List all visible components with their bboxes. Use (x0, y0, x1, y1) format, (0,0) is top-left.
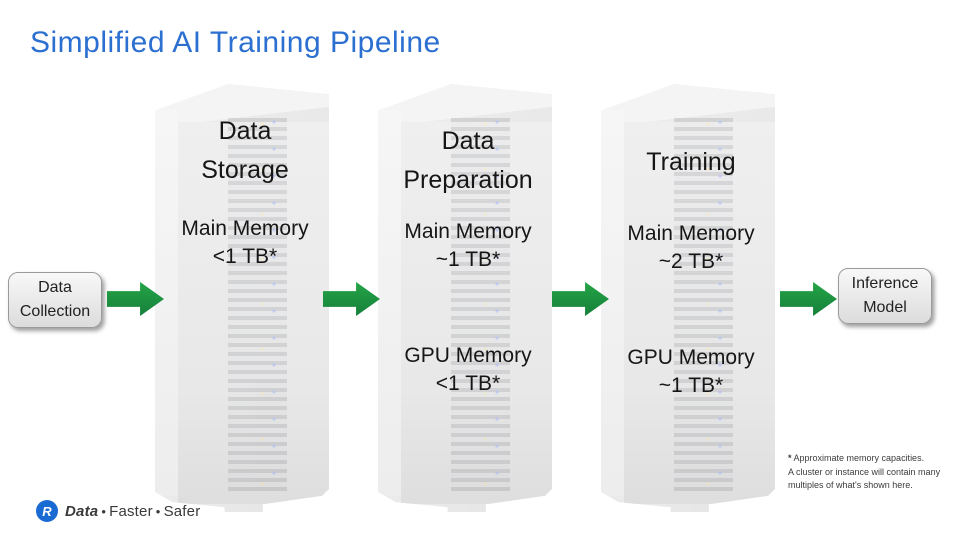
rack-side-face (155, 110, 178, 496)
main-memory-data-preparation: Main Memory ~1 TB* (381, 218, 555, 274)
memory-value: ~1 TB* (435, 248, 501, 271)
rack-title-line: Preparation (403, 166, 533, 194)
footnote-line: A cluster or instance will contain many (788, 466, 941, 477)
memory-label: GPU Memory (627, 346, 755, 369)
separator-dot-icon: • (155, 503, 161, 519)
rack-side-face (378, 110, 401, 496)
flow-arrow-icon (323, 282, 380, 316)
rack-title-line: Training (646, 148, 736, 176)
memory-value: ~2 TB* (658, 250, 724, 273)
box-label-line: Inference (851, 275, 919, 292)
rack-title-data-storage: Data Storage (158, 112, 332, 190)
brand-word: Faster (109, 502, 153, 520)
rack-title-line: Storage (201, 156, 289, 184)
brand-tagline: Data•Faster•Safer (65, 503, 200, 520)
memory-label: Main Memory (627, 222, 755, 245)
footnote: * Approximate memory capacities. A clust… (788, 452, 946, 493)
box-label-line: Collection (19, 303, 91, 320)
memory-label: GPU Memory (404, 344, 532, 367)
main-memory-training: Main Memory ~2 TB* (604, 220, 778, 276)
box-label-line: Data (38, 279, 72, 296)
brand-footer: R Data•Faster•Safer (36, 500, 200, 522)
gpu-memory-training: GPU Memory ~1 TB* (604, 344, 778, 400)
rack-server-leds (228, 118, 288, 491)
flow-arrow-icon (780, 282, 837, 316)
memory-value: <1 TB* (212, 245, 278, 268)
server-rack-image-data-preparation (378, 84, 552, 512)
rack-front-face (624, 122, 775, 504)
footnote-line: multiples of what's shown here. (788, 480, 913, 490)
memory-label: Main Memory (181, 217, 309, 240)
brand-word: Safer (163, 502, 201, 520)
rack-server-leds (674, 118, 734, 491)
server-rack-image-training (601, 84, 775, 512)
memory-value: <1 TB* (435, 372, 501, 395)
flow-arrow-icon (552, 282, 609, 316)
rack-title-line: Data (218, 117, 272, 145)
asterisk-marker: * (788, 453, 792, 463)
footnote-line: * Approximate memory capacities. (788, 452, 946, 466)
rack-side-face (601, 110, 624, 496)
rocket-logo-icon: R (36, 500, 58, 522)
data-collection-box: Data Collection (8, 272, 102, 328)
memory-label: Main Memory (404, 220, 532, 243)
box-label-line: Model (863, 299, 907, 316)
page-title: Simplified AI Training Pipeline (30, 26, 441, 59)
memory-value: ~1 TB* (658, 374, 724, 397)
main-memory-data-storage: Main Memory <1 TB* (158, 215, 332, 271)
inference-model-box: Inference Model (838, 268, 932, 324)
rack-front-face (178, 122, 329, 504)
footnote-text: Approximate memory capacities. (791, 453, 925, 463)
rack-title-data-preparation: Data Preparation (381, 122, 555, 200)
rack-title-line: Data (441, 127, 495, 155)
brand-word: Data (65, 502, 99, 520)
separator-dot-icon: • (101, 503, 107, 519)
rack-front-face (401, 122, 552, 504)
rack-title-training: Training (604, 143, 778, 182)
gpu-memory-data-preparation: GPU Memory <1 TB* (381, 342, 555, 398)
rack-server-leds (451, 118, 511, 491)
